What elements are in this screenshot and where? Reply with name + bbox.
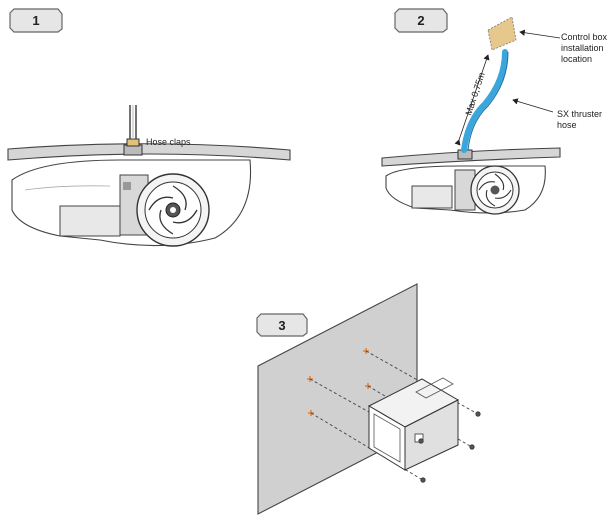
control-box-label-line3: location	[561, 54, 592, 64]
control-box-label-line1: Control box	[561, 32, 608, 42]
propeller-1	[136, 173, 210, 247]
control-box	[367, 377, 460, 471]
control-box-label-line2: installation	[561, 43, 604, 53]
step-2-badge: 2	[394, 8, 448, 33]
hose-clamps-label: Hose claps	[146, 137, 191, 147]
hose-label-line1: SX thruster	[557, 109, 602, 119]
mounting-screws	[418, 411, 481, 483]
step-3-number: 3	[278, 318, 285, 333]
step-2-number: 2	[417, 13, 424, 28]
step-1-number: 1	[32, 13, 39, 28]
step-3-badge: 3	[256, 313, 308, 337]
hose-label-line2: hose	[557, 120, 577, 130]
step-1-badge: 1	[9, 8, 63, 33]
step-3-panel: 3	[256, 283, 481, 515]
hull-1	[7, 143, 291, 161]
step-1-panel: 1 Hose claps	[7, 8, 291, 247]
control-box-location	[487, 16, 517, 51]
step-2-panel: 2 Max 0,75m Control box installation loc…	[381, 8, 608, 215]
propeller-2	[470, 165, 520, 215]
